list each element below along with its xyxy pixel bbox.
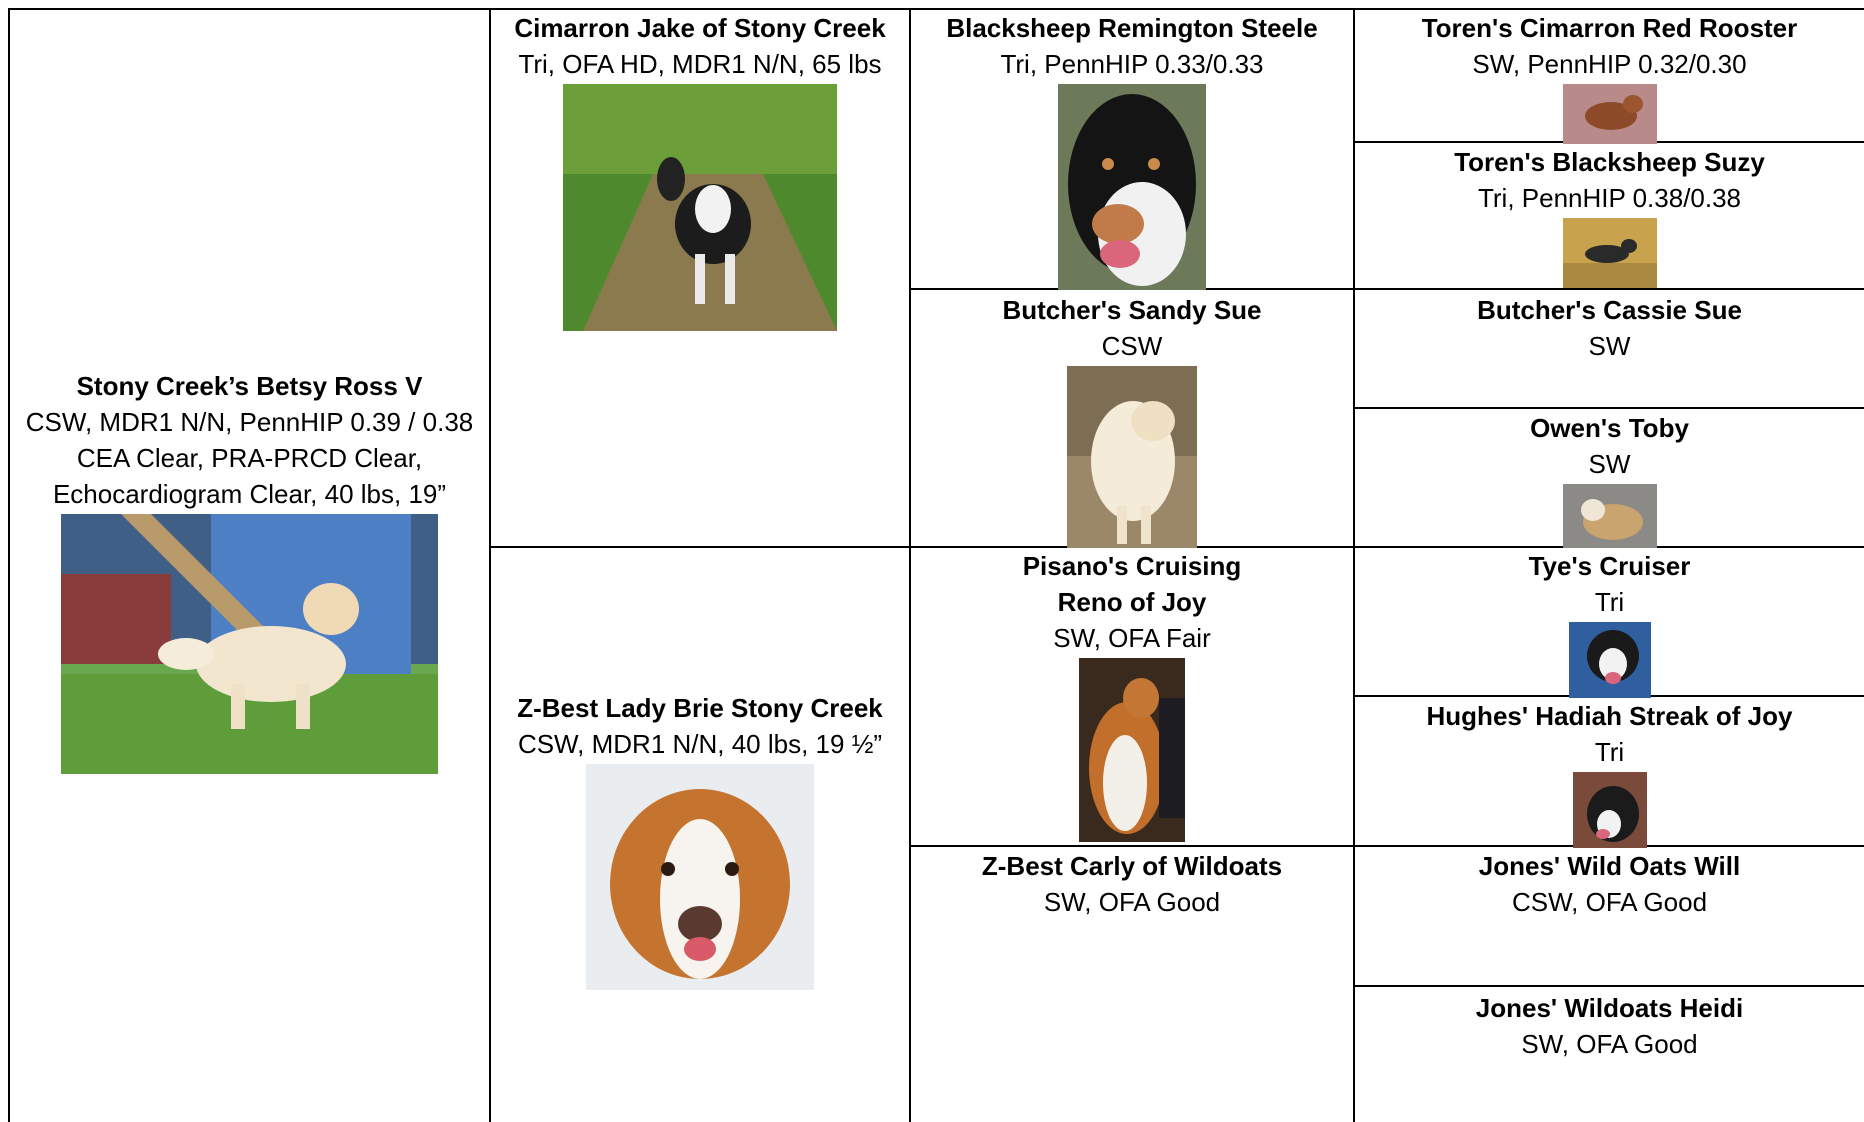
great-grandparent-cell: Owen's Toby SW xyxy=(1355,410,1864,548)
divider xyxy=(489,10,491,1122)
dog-info: Tri, PennHIP 0.38/0.38 xyxy=(1477,183,1742,213)
divider xyxy=(8,8,1864,10)
sire-sire-cell: Blacksheep Remington Steele Tri, PennHIP… xyxy=(911,10,1353,290)
dog-photo xyxy=(1568,622,1651,698)
great-grandparent-cell: Jones' Wildoats Heidi SW, OFA Good xyxy=(1355,990,1864,1062)
dog-info: CSW, OFA Good xyxy=(1511,887,1708,917)
dog-info: SW, OFA Good xyxy=(1043,887,1221,917)
dog-info: Tri, OFA HD, MDR1 N/N, 65 lbs xyxy=(518,49,882,79)
dog-name: Butcher's Sandy Sue xyxy=(1002,295,1262,325)
dog-name: Owen's Toby xyxy=(1530,413,1689,443)
dog-photo xyxy=(1562,84,1657,144)
dog-photo xyxy=(1079,658,1185,842)
dog-name: Cimarron Jake of Stony Creek xyxy=(514,13,886,43)
dam-cell: Z-Best Lady Brie Stony Creek CSW, MDR1 N… xyxy=(491,690,909,990)
dog-name: Butcher's Cassie Sue xyxy=(1477,295,1742,325)
dog-name: Pisano's Cruising Reno of Joy xyxy=(1022,551,1242,617)
dog-info: SW, OFA Good xyxy=(1521,1029,1698,1059)
dog-info: Tri xyxy=(1594,587,1625,617)
divider xyxy=(1353,10,1355,1122)
dog-name: Jones' Wild Oats Will xyxy=(1478,851,1741,881)
divider xyxy=(1353,985,1864,987)
dog-name: Toren's Cimarron Red Rooster xyxy=(1421,13,1798,43)
great-grandparent-cell: Hughes' Hadiah Streak of Joy Tri xyxy=(1355,698,1864,848)
dog-photo xyxy=(1562,218,1657,288)
subject-cell: Stony Creek’s Betsy Ross V CSW, MDR1 N/N… xyxy=(10,368,489,774)
sire-dam-cell: Butcher's Sandy Sue CSW xyxy=(911,292,1353,548)
dog-info: Tri xyxy=(1594,737,1625,767)
dog-name: Z-Best Lady Brie Stony Creek xyxy=(517,693,883,723)
dog-photo xyxy=(563,84,837,331)
dog-photo xyxy=(1067,366,1197,548)
great-grandparent-cell: Toren's Cimarron Red Rooster SW, PennHIP… xyxy=(1355,10,1864,144)
dog-info: Tri, PennHIP 0.33/0.33 xyxy=(1000,49,1264,79)
dog-name: Toren's Blacksheep Suzy xyxy=(1454,147,1765,177)
dog-photo xyxy=(1572,772,1647,848)
dog-name: Z-Best Carly of Wildoats xyxy=(981,851,1283,881)
divider xyxy=(909,288,1864,290)
dog-photo xyxy=(1058,84,1206,290)
great-grandparent-cell: Butcher's Cassie Sue SW xyxy=(1355,292,1864,364)
great-grandparent-cell: Toren's Blacksheep Suzy Tri, PennHIP 0.3… xyxy=(1355,144,1864,288)
dam-dam-cell: Z-Best Carly of Wildoats SW, OFA Good xyxy=(911,848,1353,920)
dog-photo xyxy=(586,764,814,990)
divider xyxy=(909,845,1864,847)
dog-info: SW, OFA Fair xyxy=(1053,623,1211,653)
dog-info: SW, PennHIP 0.32/0.30 xyxy=(1472,49,1747,79)
dam-sire-cell: Pisano's Cruising Reno of Joy SW, OFA Fa… xyxy=(911,548,1353,842)
dog-info: SW xyxy=(1588,449,1631,479)
sire-cell: Cimarron Jake of Stony Creek Tri, OFA HD… xyxy=(491,10,909,331)
divider xyxy=(909,10,911,1122)
dog-name: Hughes' Hadiah Streak of Joy xyxy=(1426,701,1793,731)
great-grandparent-cell: Tye's Cruiser Tri xyxy=(1355,548,1864,698)
dog-name: Jones' Wildoats Heidi xyxy=(1475,993,1744,1023)
dog-photo xyxy=(1562,484,1657,548)
dog-info: SW xyxy=(1588,331,1631,361)
dog-name: Tye's Cruiser xyxy=(1528,551,1691,581)
great-grandparent-cell: Jones' Wild Oats Will CSW, OFA Good xyxy=(1355,848,1864,920)
dog-info: CSW, MDR1 N/N, 40 lbs, 19 ½” xyxy=(517,729,883,759)
divider xyxy=(1353,407,1864,409)
divider xyxy=(8,10,10,1122)
dog-info: CSW xyxy=(1101,331,1163,361)
dog-name: Stony Creek’s Betsy Ross V xyxy=(76,371,423,401)
dog-info: CSW, MDR1 N/N, PennHIP 0.39 / 0.38 CEA C… xyxy=(25,407,474,509)
dog-photo xyxy=(61,514,438,774)
dog-name: Blacksheep Remington Steele xyxy=(946,13,1318,43)
